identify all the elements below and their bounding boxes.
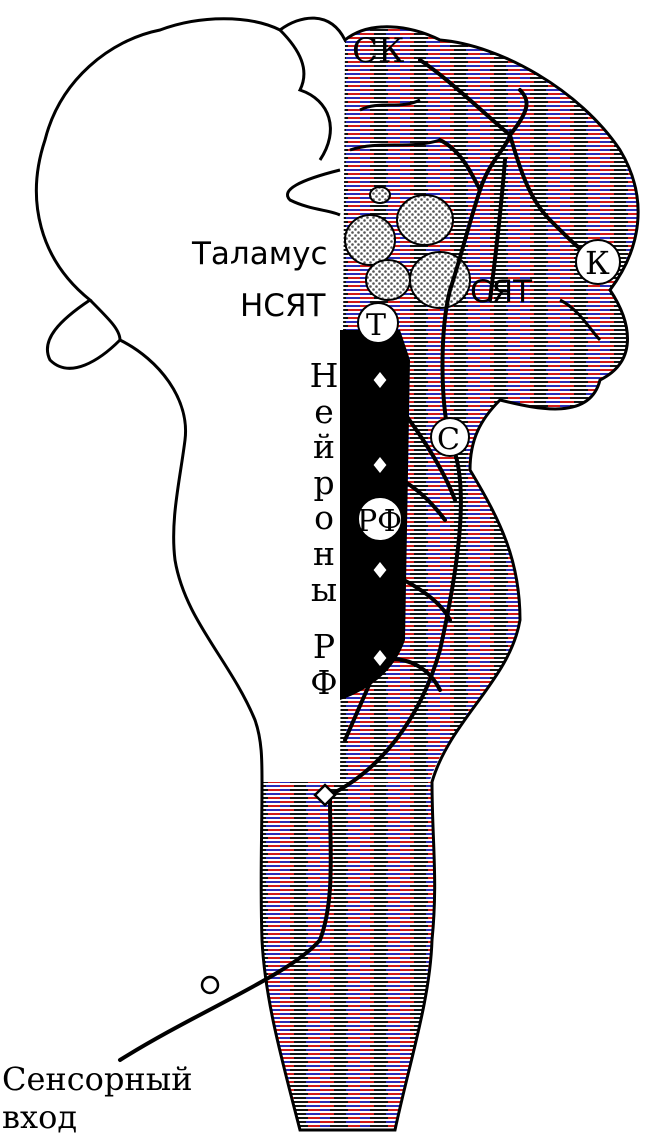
neurons-rf-letter: й [313, 427, 335, 467]
label-rf: РФ [357, 504, 402, 539]
neurons-rf-label: Н е й р о н ы Р Ф [306, 358, 342, 700]
node-circles [357, 239, 621, 542]
neurons-rf-letter: н [313, 533, 335, 573]
label-k: К [585, 244, 610, 282]
neurons-rf-letter: о [314, 498, 334, 538]
thalamic-nuclei [344, 186, 471, 309]
neurons-rf-letter: е [314, 391, 334, 431]
brain-outline [34, 16, 640, 1132]
label-sk: СК [352, 31, 404, 71]
label-nsyat: НСЯТ [240, 288, 326, 324]
label-t: Т [366, 308, 386, 343]
neurons-rf-letter: Р [312, 627, 336, 667]
label-s: С [437, 422, 460, 457]
sensory-input-label: Сенсорный вход [2, 1060, 193, 1136]
neurons-rf-letter: р [313, 462, 335, 502]
neurons-rf-letter: Н [309, 356, 339, 395]
neurons-rf-letter: Ф [310, 662, 338, 702]
label-syat: СЯТ [470, 274, 533, 310]
neurons-rf-letter: ы [310, 569, 338, 609]
label-thalamus: Таламус [191, 236, 328, 272]
sensory-input-line1: Сенсорный [2, 1060, 193, 1098]
rf-neurons [200, 367, 390, 995]
sensory-input-line2: вход [2, 1098, 78, 1136]
